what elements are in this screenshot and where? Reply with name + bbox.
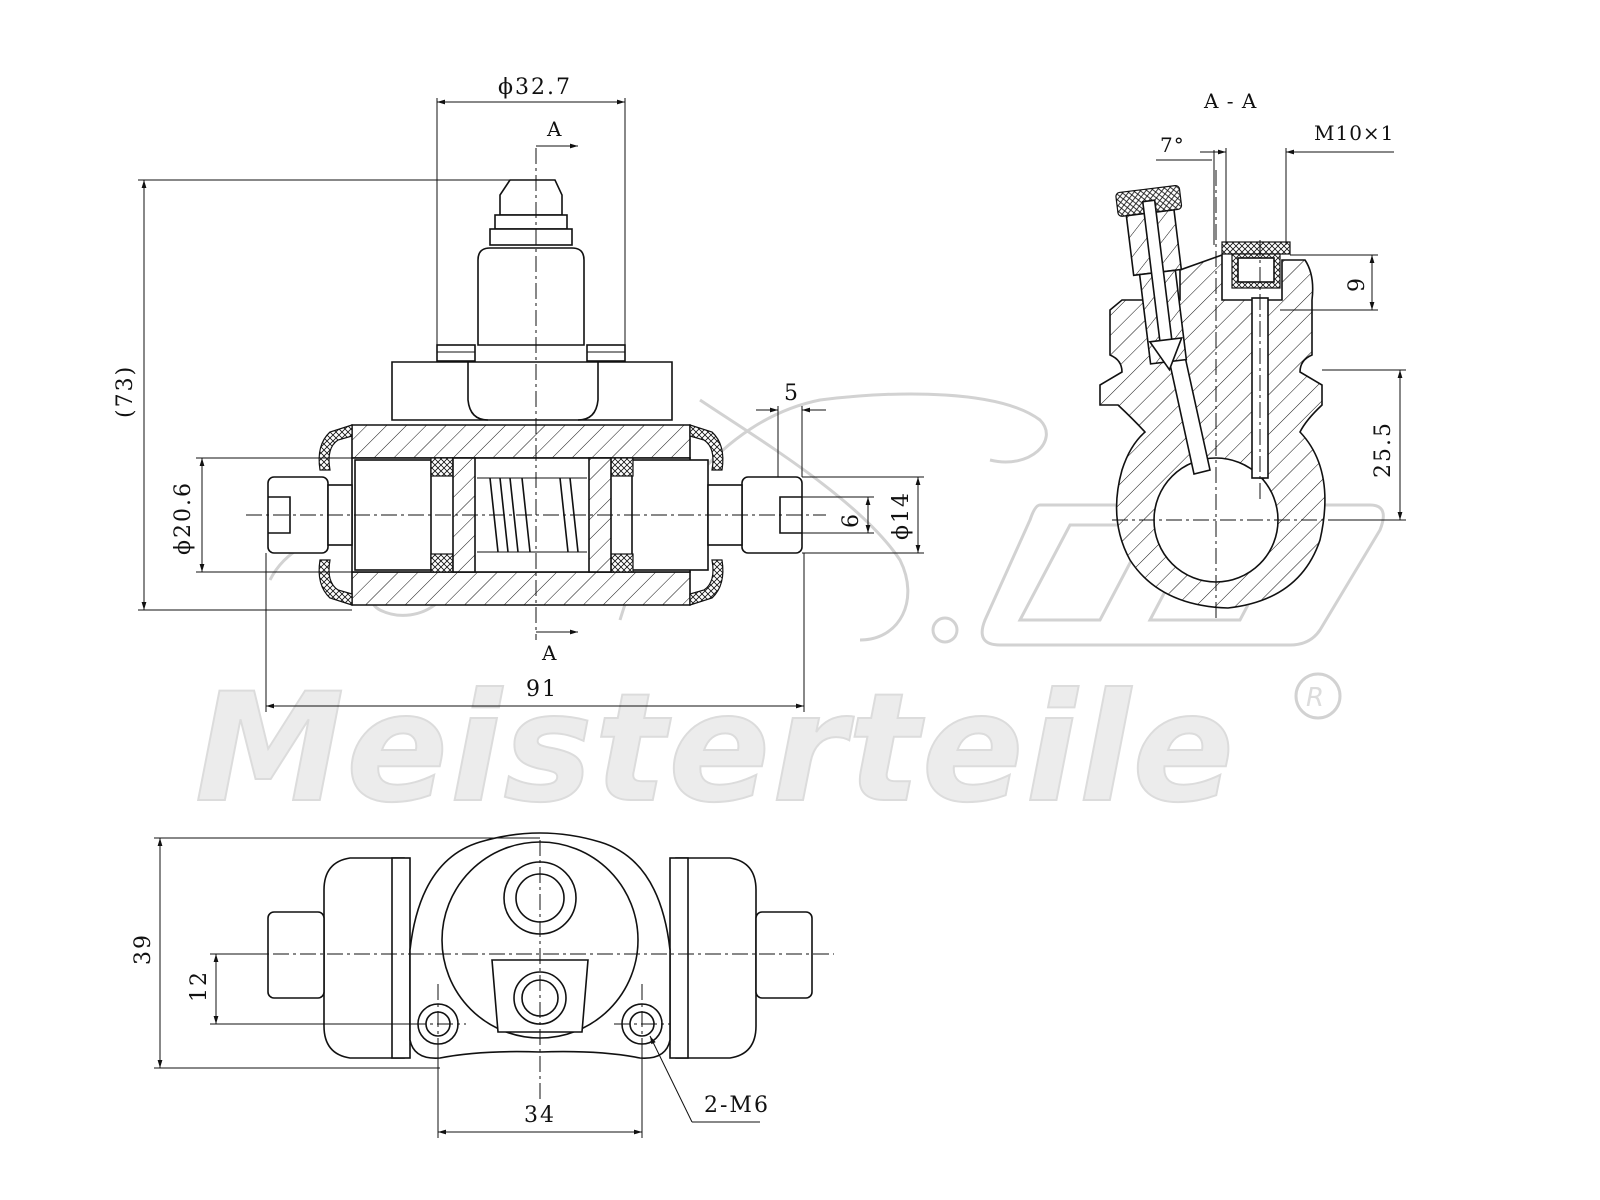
dim-overall-width: 91 — [265, 553, 805, 712]
piston-right — [631, 459, 709, 571]
dim-overall-height: (73) — [113, 179, 510, 611]
watermark-brand: Meisterteile — [195, 662, 1236, 836]
dust-boot-left — [318, 424, 353, 471]
cylinder-wall-bottom — [351, 571, 691, 606]
front-section-view: A A ϕ32.7 (73) ϕ20.6 91 — [113, 75, 924, 712]
dim-depth: 9 — [1280, 254, 1378, 311]
section-title: A - A — [1203, 89, 1257, 113]
leader-thread: 2-M6 — [649, 1035, 770, 1123]
svg-text:5: 5 — [784, 381, 800, 406]
cup-seal — [430, 457, 454, 477]
svg-text:91: 91 — [526, 677, 558, 702]
svg-text:7°: 7° — [1160, 133, 1185, 157]
dim-pin: 6 — [802, 496, 874, 534]
svg-text:R: R — [1306, 683, 1324, 713]
dim-bottom-height: 39 — [131, 837, 540, 1069]
bottom-plan-view: 39 12 34 2-M6 — [131, 832, 834, 1138]
body-boss — [391, 361, 673, 421]
svg-text:6: 6 — [839, 512, 864, 528]
dust-boot-right — [689, 424, 724, 471]
svg-text:(73): (73) — [113, 365, 138, 418]
dim-right-offset: 5 — [756, 381, 826, 477]
bleeder-nipple — [436, 179, 626, 362]
dim-bore-diameter: ϕ20.6 — [171, 457, 352, 573]
section-marker-bottom: A — [541, 641, 557, 665]
dim-right-diameter: ϕ14 — [802, 476, 924, 554]
bottom-rod-right — [755, 911, 813, 999]
svg-text:39: 39 — [131, 933, 156, 965]
dim-top-diameter: ϕ32.7 — [436, 75, 626, 345]
section-marker-top: A — [546, 117, 562, 141]
dim-offset: 25.5 — [1322, 369, 1406, 521]
svg-text:ϕ14: ϕ14 — [889, 491, 914, 540]
section-aa-view: A - A 7° — [1099, 89, 1406, 620]
mounting-flange — [409, 832, 671, 1059]
svg-text:M10×1: M10×1 — [1314, 121, 1394, 145]
dim-bottom-offset: 12 — [187, 953, 410, 1025]
section-bleeder — [1115, 184, 1188, 372]
svg-text:12: 12 — [187, 970, 212, 1002]
section-port-plug — [1221, 241, 1291, 289]
dim-hole-spacing: 34 — [437, 1044, 643, 1138]
bottom-rod-left — [267, 911, 325, 999]
svg-text:34: 34 — [524, 1103, 556, 1128]
dim-thread: M10×1 — [1200, 121, 1394, 245]
watermark: Meisterteile R — [194, 392, 1385, 837]
svg-text:25.5: 25.5 — [1371, 421, 1396, 478]
svg-text:9: 9 — [1345, 276, 1370, 292]
watermark-registered: R — [1294, 672, 1342, 720]
svg-text:ϕ20.6: ϕ20.6 — [171, 481, 196, 555]
cylinder-wall-top — [351, 424, 691, 459]
svg-text:ϕ32.7: ϕ32.7 — [498, 75, 572, 100]
svg-text:2-M6: 2-M6 — [704, 1093, 770, 1118]
dim-angle: 7° — [1156, 133, 1215, 245]
